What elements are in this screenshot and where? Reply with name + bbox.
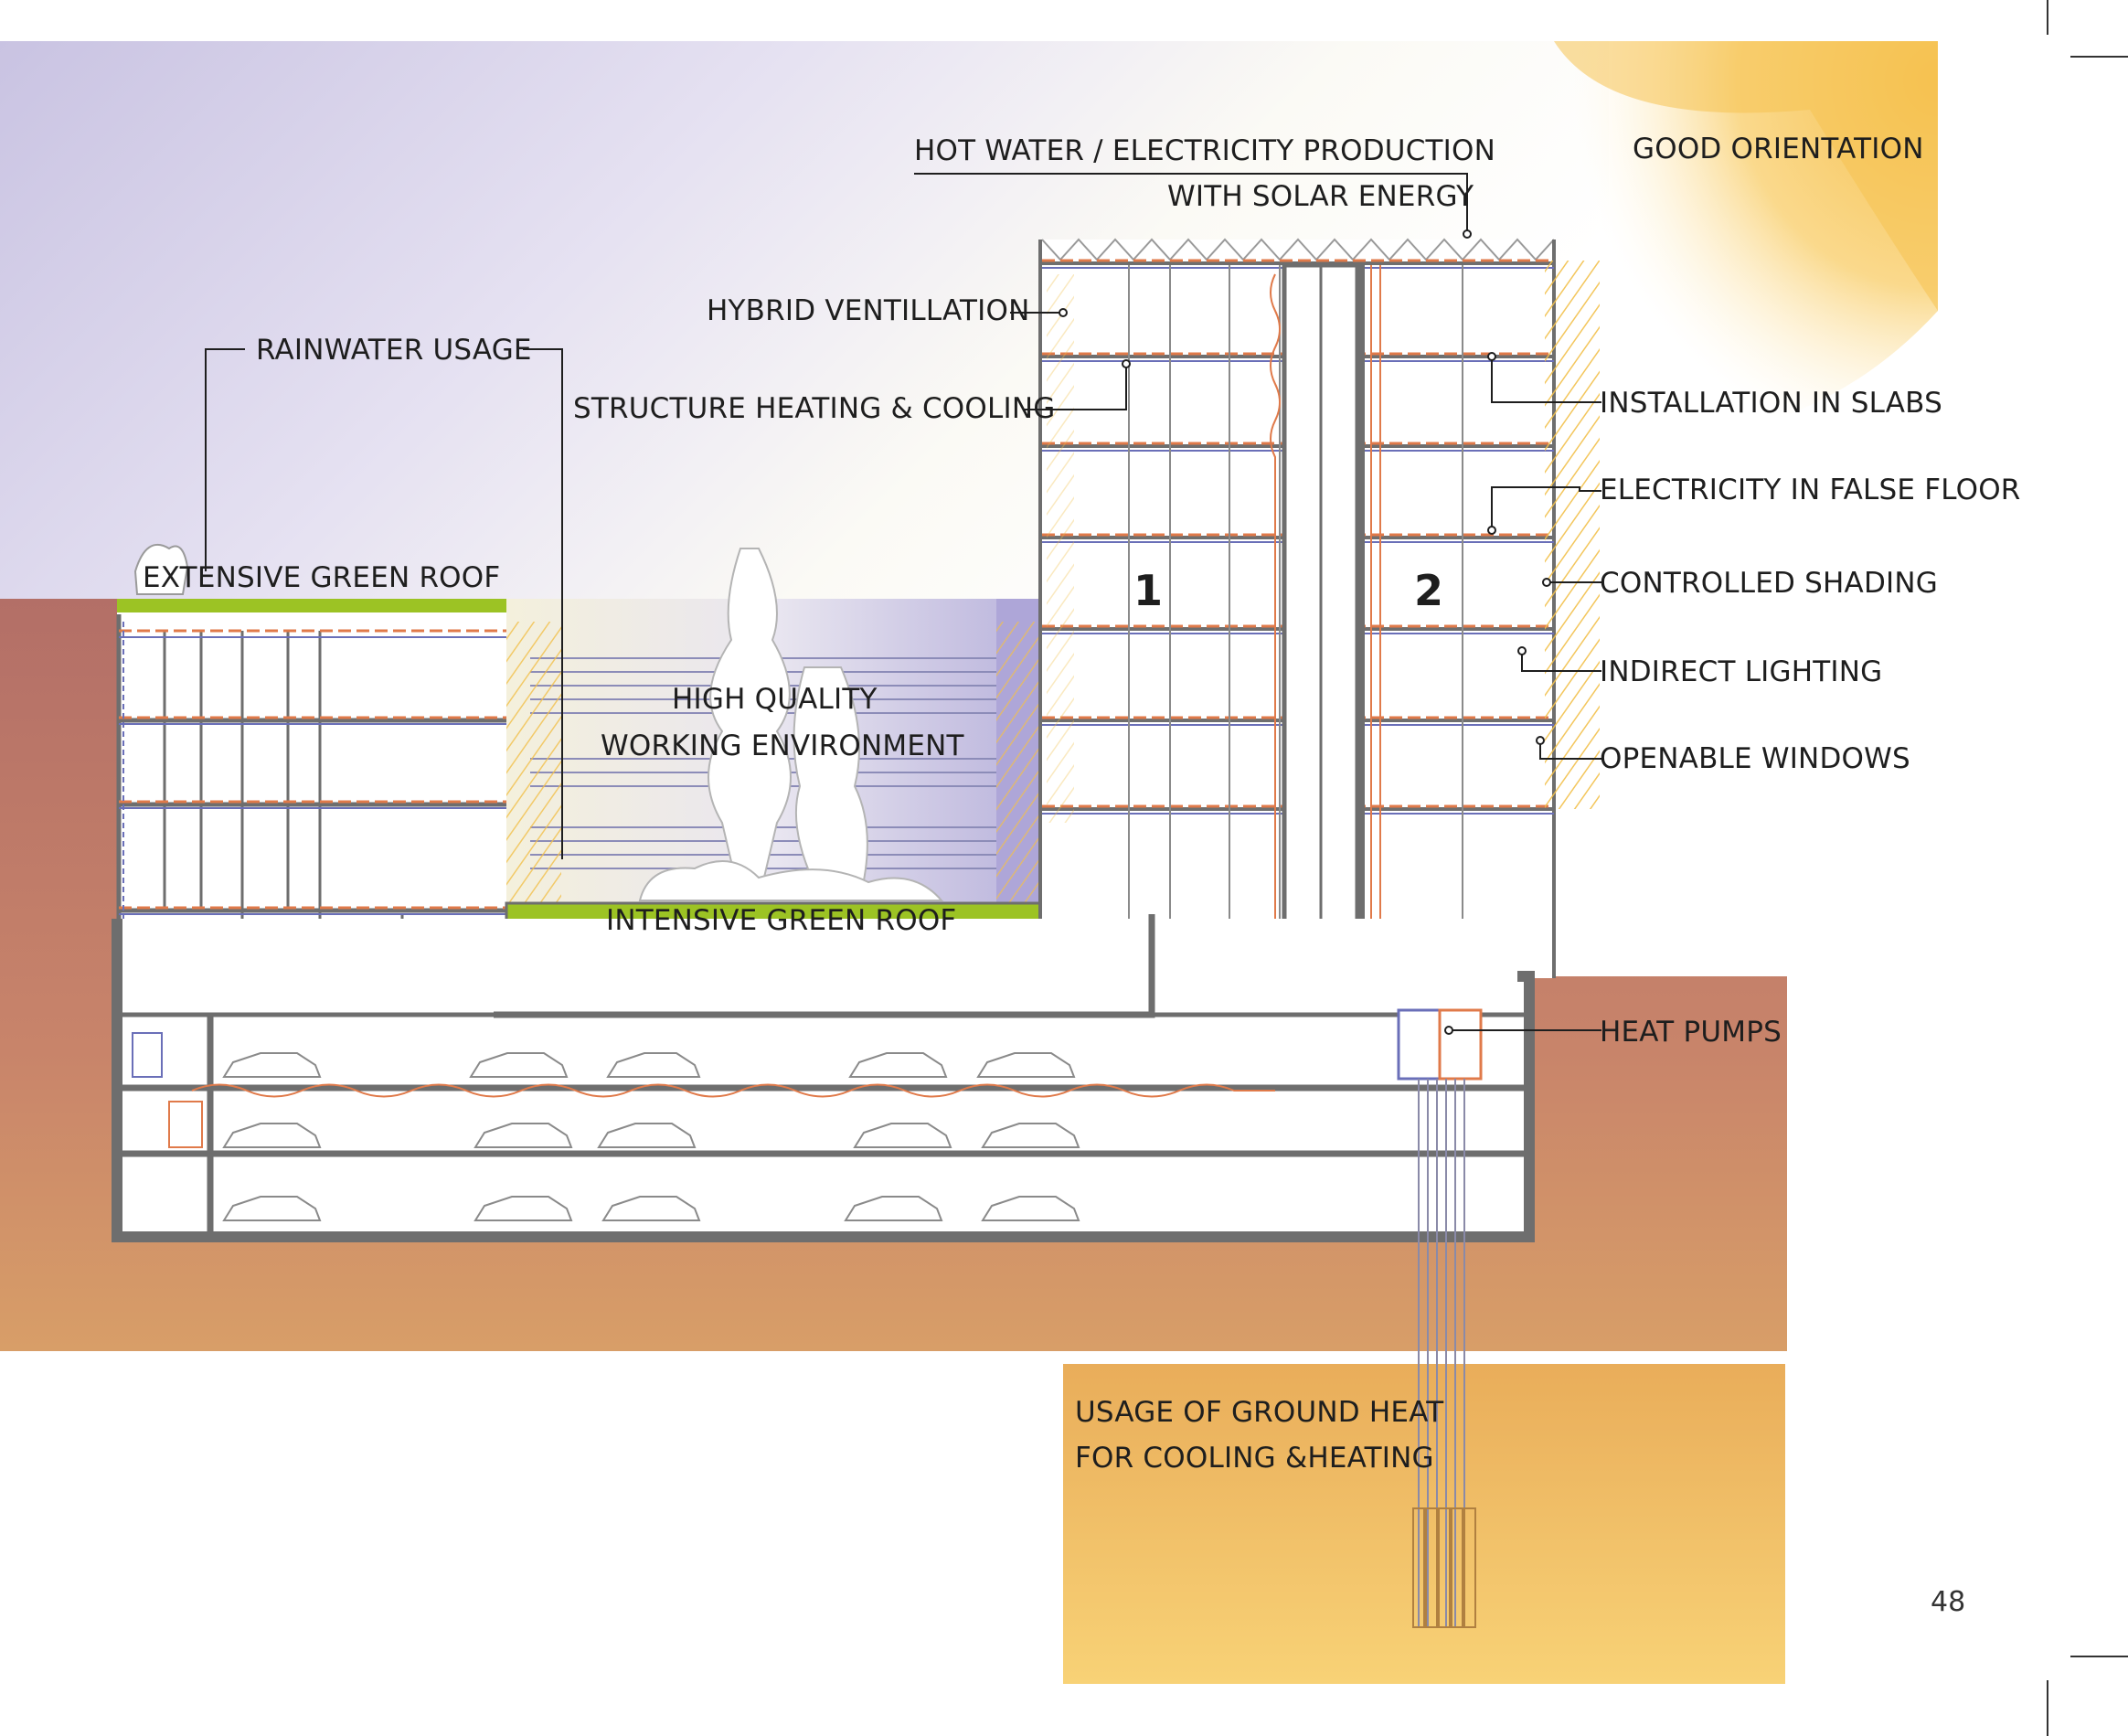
heat-pump-unit xyxy=(1397,1008,1442,1081)
heat-pump-unit xyxy=(1438,1008,1483,1081)
label-hybrid-ventilation: HYBRID VENTILLATION xyxy=(707,294,1030,327)
shading-louvres xyxy=(1545,261,1600,809)
building-number-2: 2 xyxy=(1414,566,1444,615)
building-number-1: 1 xyxy=(1133,566,1164,615)
tall-building xyxy=(1038,238,1600,1223)
label-high-quality-line2: WORKING ENVIRONMENT xyxy=(601,730,964,762)
label-extensive-green-roof: EXTENSIVE GREEN ROOF xyxy=(143,561,501,594)
label-high-quality-line1: HIGH QUALITY xyxy=(672,683,878,716)
label-openable-windows: OPENABLE WINDOWS xyxy=(1600,742,1910,775)
label-hot-water-line2: WITH SOLAR ENERGY xyxy=(1167,180,1474,213)
shrubs xyxy=(638,860,944,901)
basement xyxy=(112,914,1535,1242)
extensive-green-roof xyxy=(117,599,506,612)
label-ground-heat-line1: USAGE OF GROUND HEAT xyxy=(1075,1396,1444,1429)
water-tank xyxy=(168,1101,203,1148)
sun xyxy=(1554,41,1938,311)
label-controlled-shading: CONTROLLED SHADING xyxy=(1600,567,1938,600)
atrium xyxy=(491,548,1054,953)
label-good-orientation: GOOD ORIENTATION xyxy=(1633,133,1924,165)
leader-lines xyxy=(205,173,1601,1031)
parked-cars xyxy=(222,1052,1080,1221)
rainwater-tank xyxy=(132,1032,163,1078)
label-installation-slabs: INSTALLATION IN SLABS xyxy=(1600,387,1942,420)
label-indirect-lighting: INDIRECT LIGHTING xyxy=(1600,655,1883,688)
label-rainwater-usage: RAINWATER USAGE xyxy=(256,334,532,367)
low-building xyxy=(116,543,513,1134)
label-intensive-green-roof: INTENSIVE GREEN ROOF xyxy=(606,904,957,937)
tree-icon xyxy=(133,543,189,595)
label-electricity-false-floor: ELECTRICITY IN FALSE FLOOR xyxy=(1600,474,2021,506)
solar-panels xyxy=(1041,238,1555,261)
label-hot-water-line1: HOT WATER / ELECTRICITY PRODUCTION xyxy=(914,134,1496,167)
label-ground-heat-line2: FOR COOLING &HEATING xyxy=(1075,1442,1434,1475)
label-structure-heating: STRUCTURE HEATING & COOLING xyxy=(573,392,1056,425)
page-number: 48 xyxy=(1931,1586,1966,1618)
label-heat-pumps: HEAT PUMPS xyxy=(1600,1016,1782,1049)
